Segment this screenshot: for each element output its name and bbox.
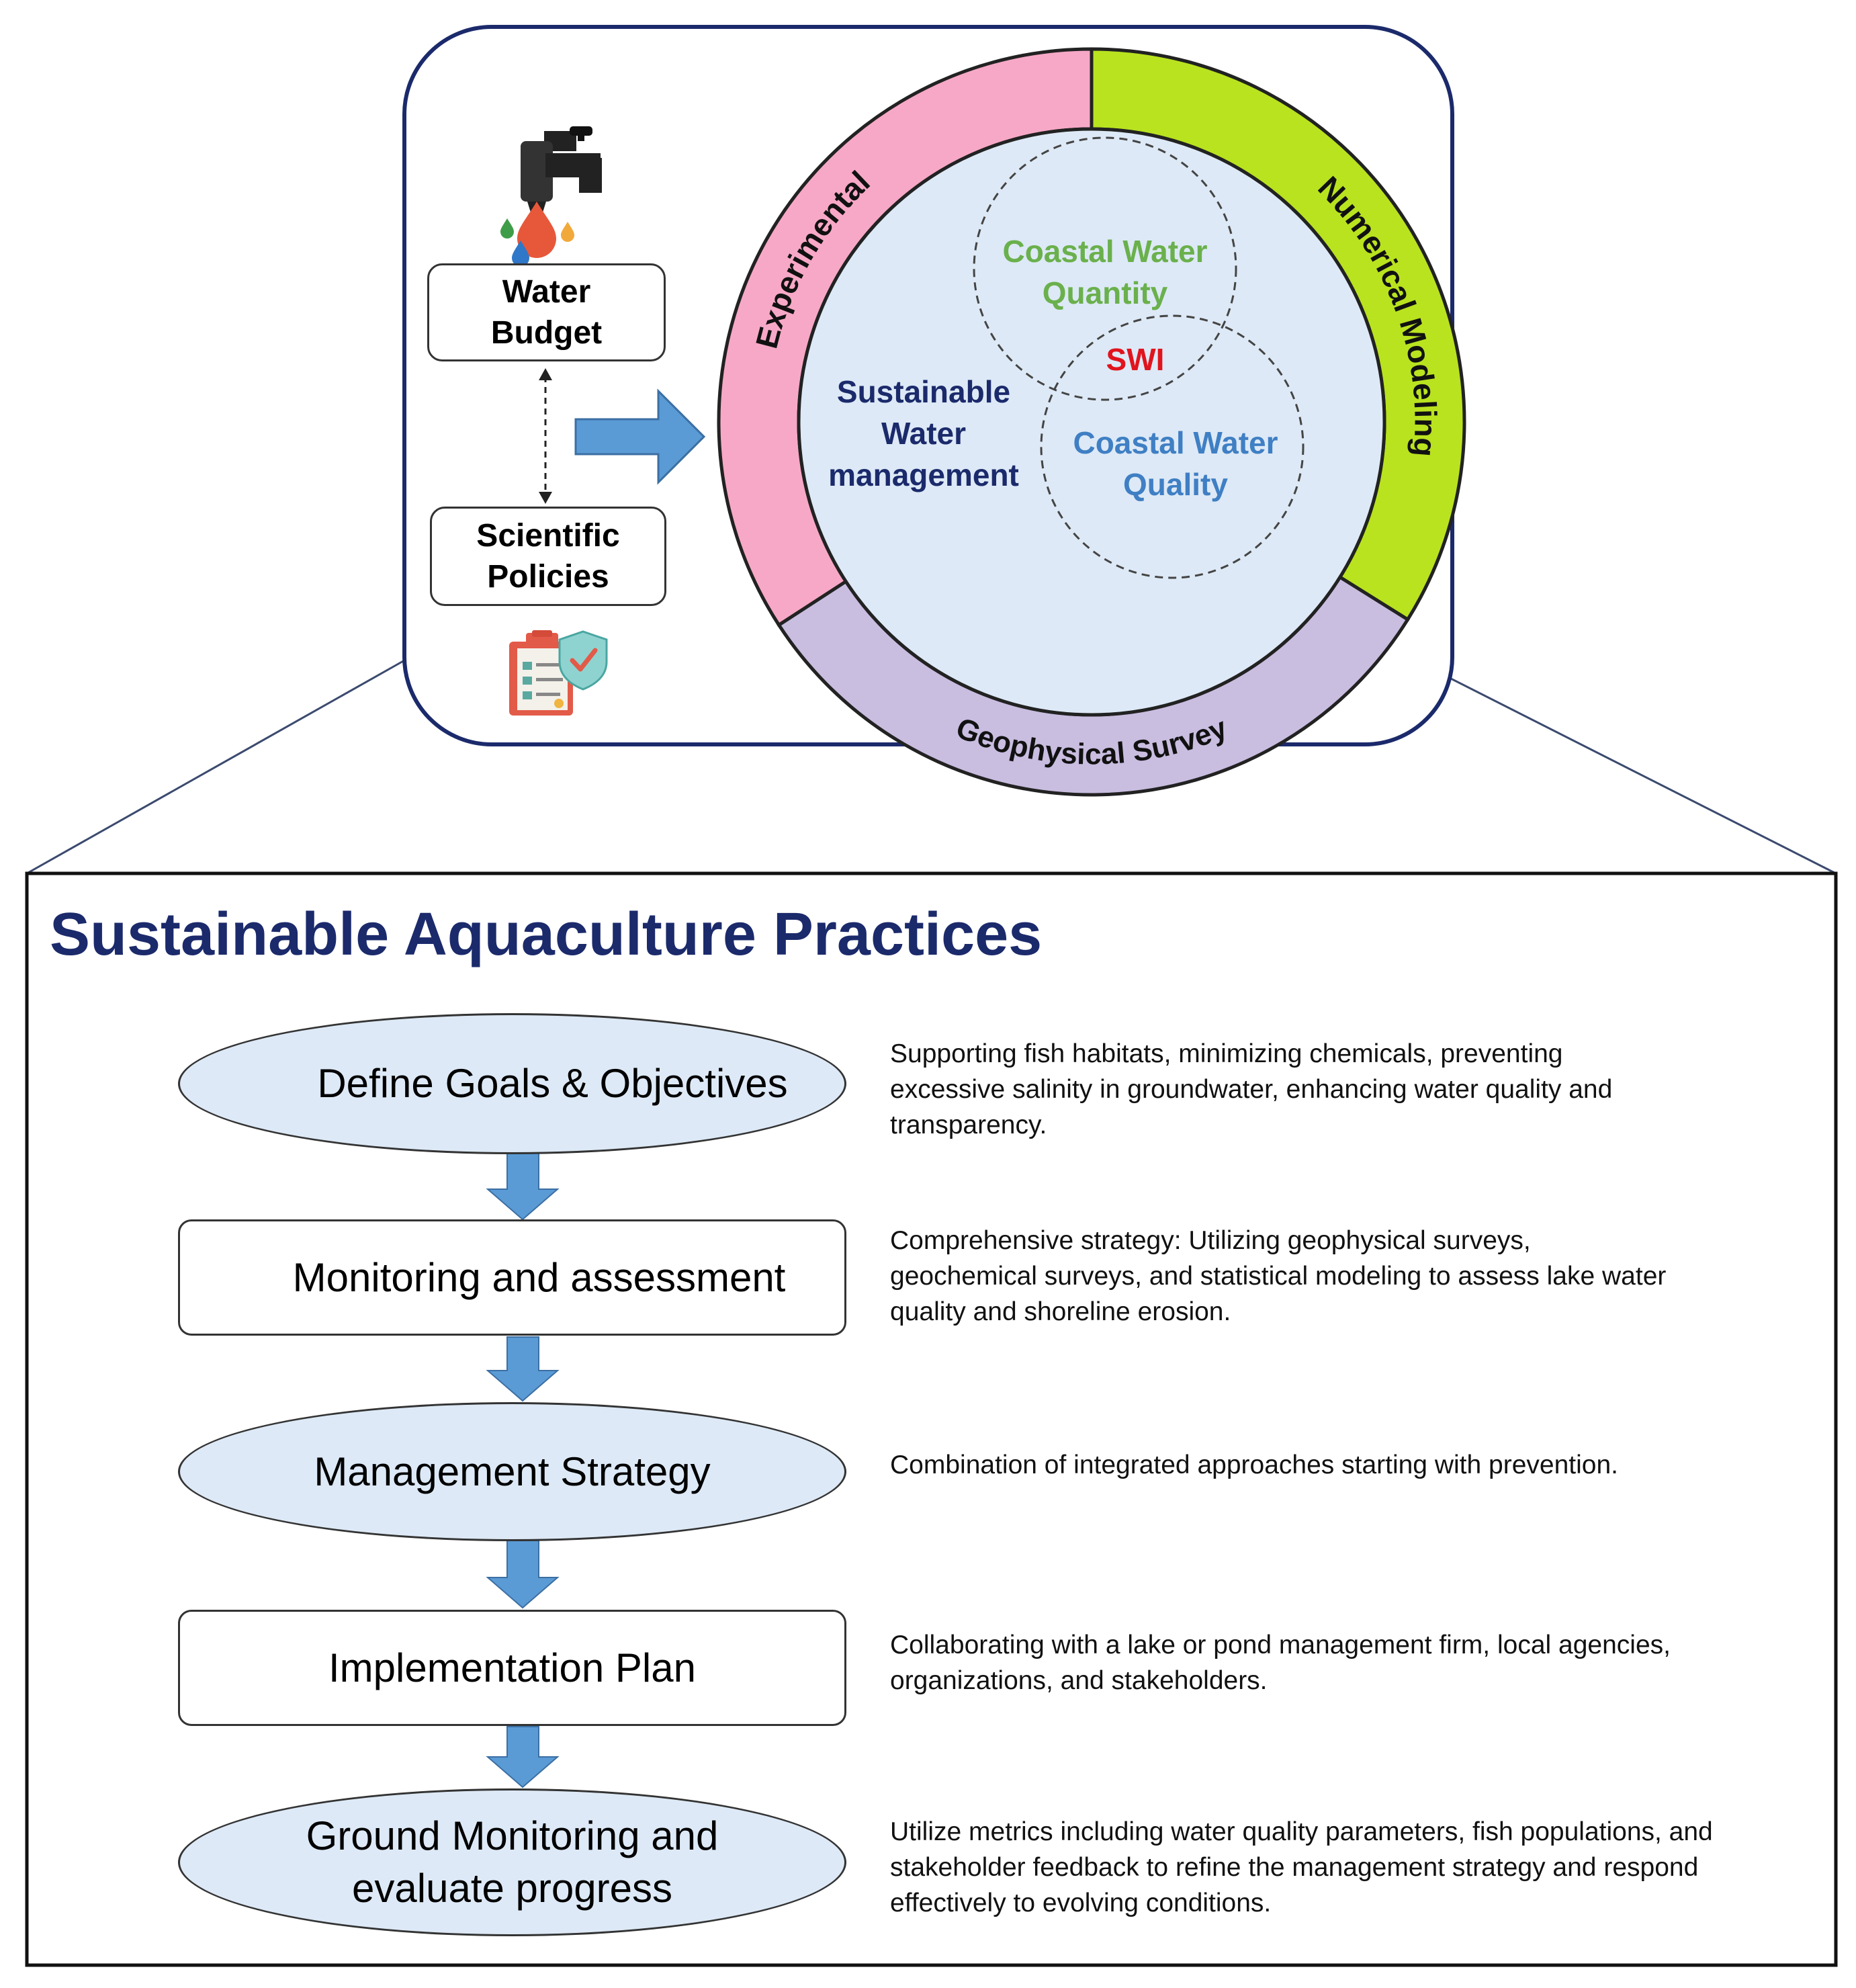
- swi-label: SWI: [1106, 342, 1165, 377]
- step-define-goals: Define Goals & Objectives: [178, 1013, 846, 1154]
- flow-arrows-down: [486, 1152, 560, 1788]
- sustainable-water-management-label: Sustainable Water management: [828, 374, 1019, 493]
- step-management-strategy-description: Combination of integrated approaches sta…: [890, 1451, 1618, 1479]
- link-arrowhead-up: [539, 368, 552, 380]
- coastal-water-quality-label: Coastal Water Quality: [1073, 425, 1278, 502]
- scientific-policies-label: Scientific Policies: [476, 517, 620, 595]
- down-arrow-1: [486, 1152, 560, 1221]
- ring-inner-disk: [797, 127, 1386, 717]
- water-budget-box: Water Budget: [427, 263, 666, 361]
- step-implementation-plan-label: Implementation Plan: [328, 1645, 696, 1690]
- flow-arrow-to-ring: [574, 388, 706, 485]
- step-ground-monitoring: Ground Monitoring and evaluate progress: [178, 1788, 846, 1936]
- venn-quality-circle: [1040, 314, 1305, 579]
- venn-quantity-circle: [973, 136, 1237, 401]
- section-title: Sustainable Aquaculture Practices: [50, 901, 1043, 968]
- step-ground-monitoring-description: Utilize metrics including water quality …: [890, 1817, 1713, 1918]
- link-arrowhead-down: [539, 492, 552, 504]
- down-arrow-2: [486, 1336, 560, 1402]
- step-monitoring-assessment-label: Monitoring and assessment: [292, 1254, 786, 1300]
- step-ground-monitoring-label: Ground Monitoring and evaluate progress: [306, 1813, 719, 1911]
- faucet-icon: [500, 126, 602, 267]
- down-arrow-3: [486, 1540, 560, 1609]
- step-implementation-plan-description: Collaborating with a lake or pond manage…: [890, 1631, 1671, 1696]
- zoom-line-left: [26, 659, 405, 875]
- step-define-goals-description: Supporting fish habitats, minimizing che…: [890, 1039, 1613, 1140]
- coastal-water-quantity-label: Coastal Water Quantity: [1002, 233, 1208, 310]
- down-arrow-4: [486, 1726, 560, 1788]
- step-management-strategy: Management Strategy: [178, 1402, 846, 1541]
- step-define-goals-label: Define Goals & Objectives: [317, 1061, 788, 1106]
- clipboard-shield-icon: [509, 630, 608, 716]
- zoom-line-right: [1444, 674, 1837, 875]
- step-management-strategy-label: Management Strategy: [314, 1449, 711, 1494]
- step-implementation-plan: Implementation Plan: [178, 1610, 846, 1726]
- step-monitoring-assessment: Monitoring and assessment: [178, 1219, 846, 1336]
- water-budget-label: Water Budget: [490, 273, 603, 351]
- scientific-policies-box: Scientific Policies: [430, 507, 666, 606]
- step-monitoring-assessment-description: Comprehensive strategy: Utilizing geophy…: [890, 1226, 1667, 1327]
